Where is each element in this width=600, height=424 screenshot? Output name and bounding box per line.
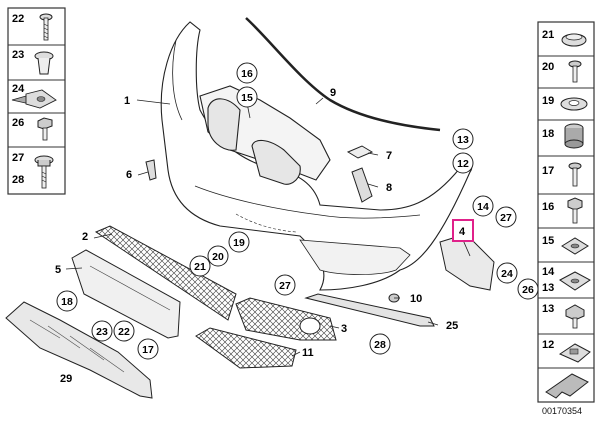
- callout-27b: 27: [279, 280, 291, 292]
- side-grille-part: [235, 297, 337, 341]
- square-nut-icon: [561, 237, 589, 255]
- legend-label-14: 14: [542, 266, 555, 278]
- bumper-cover: [160, 21, 473, 291]
- callout-7: 7: [386, 150, 392, 162]
- legend-label-12: 12: [542, 339, 554, 351]
- callout-16: 16: [241, 68, 253, 80]
- small-bracket-part: [145, 159, 157, 181]
- callout-24: 24: [501, 268, 513, 280]
- mounting-rail-part: [304, 293, 435, 327]
- corner-bracket-part: [439, 233, 495, 291]
- callout-19: 19: [233, 237, 245, 249]
- callout-23: 23: [96, 326, 108, 338]
- callout-2: 2: [82, 231, 88, 243]
- legend-label-22: 22: [12, 13, 24, 25]
- callout-29: 29: [60, 373, 72, 385]
- grommet-cap-icon: [561, 33, 587, 47]
- callout-14: 14: [477, 201, 489, 213]
- lower-reinforcement-part: [71, 249, 181, 339]
- callout-17: 17: [142, 344, 154, 356]
- sheet-screw-icon: [568, 162, 582, 187]
- diagram-id: 00170354: [542, 406, 582, 416]
- expanding-rivet-icon: [34, 51, 54, 75]
- callout-21: 21: [194, 261, 206, 273]
- washer-nozzle-part: [351, 167, 373, 203]
- circled-callouts: 16 15 13 12 14 27 19 20 21 27 24 26 18 2…: [56, 62, 539, 360]
- callout-28: 28: [374, 339, 386, 351]
- callout-9: 9: [330, 87, 336, 99]
- legend-label-13: 13: [542, 282, 554, 294]
- legend-label-20: 20: [542, 61, 554, 73]
- callout-1: 1: [124, 95, 130, 107]
- washer-ring-icon: [560, 97, 588, 111]
- callout-5: 5: [55, 264, 61, 276]
- legend-label-27: 27: [12, 152, 24, 164]
- legend-label-21: 21: [542, 29, 554, 41]
- callout-25: 25: [446, 320, 458, 332]
- callout-6: 6: [126, 169, 132, 181]
- hex-screw-icon: [37, 117, 53, 141]
- legend-label-26: 26: [12, 117, 24, 129]
- legend-label-16: 16: [542, 201, 554, 213]
- self-tapping-screw-icon: [568, 60, 582, 83]
- callout-8: 8: [386, 182, 392, 194]
- underbody-guard-part: [5, 301, 153, 399]
- callout-18: 18: [61, 296, 73, 308]
- side-trim-part: [195, 327, 297, 369]
- callout-20: 20: [212, 251, 224, 263]
- cover-cap-part: [346, 145, 374, 159]
- rubber-buffer-icon: [564, 123, 584, 149]
- legend-label-24: 24: [12, 83, 25, 95]
- legend-label-23: 23: [12, 49, 24, 61]
- screw-icon: [39, 13, 53, 41]
- lower-grille-part: [94, 225, 237, 321]
- callout-3: 3: [341, 323, 347, 335]
- legend-label-28: 28: [12, 174, 24, 186]
- callout-26: 26: [522, 284, 534, 296]
- callout-15: 15: [241, 92, 253, 104]
- legend-label-15: 15: [542, 235, 554, 247]
- callout-13: 13: [457, 134, 469, 146]
- left-legend-panel: 22 23 24 26 27 28: [7, 7, 66, 195]
- direction-arrow-icon: [545, 373, 589, 399]
- callouts: 1 2 3 5 6 7 8 9 10 11 25: [55, 87, 458, 359]
- leader-lines: [65, 97, 471, 357]
- callout-4-highlight: 4: [452, 219, 474, 242]
- callout-12: 12: [457, 158, 469, 170]
- legend-label-18: 18: [542, 128, 554, 140]
- hex-bolt-icon: [567, 197, 583, 224]
- callout-22: 22: [118, 326, 130, 338]
- spring-clip-icon: [558, 343, 591, 363]
- right-legend-panel: 21 20 19 18 17 16 1: [537, 21, 595, 403]
- clip-nut-icon: [11, 89, 57, 109]
- collar-screw-icon: [34, 155, 54, 189]
- legend-label-13b: 13: [542, 303, 554, 315]
- upper-seal-strip: [245, 17, 441, 132]
- callout-11: 11: [302, 347, 314, 359]
- callout-27a: 27: [500, 212, 512, 224]
- legend-label-19: 19: [542, 95, 554, 107]
- legend-label-17: 17: [542, 165, 554, 177]
- hex-flange-screw-icon: [565, 304, 585, 329]
- callout-10: 10: [410, 293, 422, 305]
- callout-4: 4: [459, 226, 466, 238]
- clip-nut-icon: [559, 271, 591, 291]
